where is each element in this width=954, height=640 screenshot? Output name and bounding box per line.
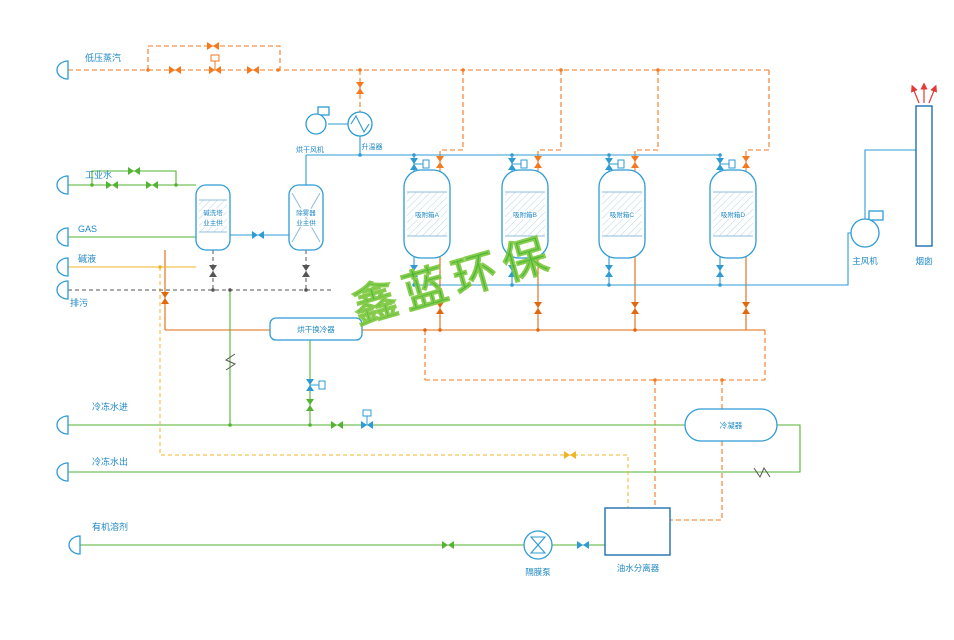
valve-icon	[356, 82, 364, 94]
actuated-valve-icon	[361, 410, 373, 429]
valve-icon	[302, 265, 310, 277]
valve-icon	[306, 399, 314, 411]
chimney: 烟囱	[910, 82, 938, 266]
heater-label: 升温器	[362, 142, 383, 151]
condenser: 冷凝器	[684, 408, 778, 442]
adsorber-b-label: 吸附箱B	[513, 210, 537, 219]
actuated-valve-icon	[716, 158, 735, 170]
valve-icon	[247, 66, 259, 74]
pipe-break-icon	[225, 353, 236, 371]
actuated-valve-icon	[306, 379, 325, 391]
valve-icon	[436, 156, 444, 168]
separator-label: 油水分离器	[617, 563, 660, 573]
junction-dots	[90, 68, 724, 427]
valve-icon	[442, 541, 454, 549]
chimney-label: 烟囱	[915, 256, 932, 266]
valve-icon	[207, 42, 219, 50]
valve-icon	[742, 156, 750, 168]
valve-icon	[169, 66, 181, 74]
condenser-label: 冷凝器	[720, 420, 743, 430]
adsorber-b: 吸附箱B	[501, 169, 549, 259]
valve-icon	[742, 302, 750, 314]
actuated-valve-icon	[209, 55, 221, 74]
diaphragm-pump: 隔膜泵	[523, 530, 553, 577]
process-gas-piping	[230, 123, 916, 286]
drain-piping	[68, 250, 332, 291]
gas-inlet-icon	[56, 227, 69, 247]
valve-icon	[564, 451, 576, 459]
industrial-water-label: 工业水	[85, 169, 112, 180]
gas-heater: 升温器	[347, 111, 383, 151]
valve-icon	[106, 181, 118, 189]
chilled-water-out-label: 冷冻水出	[92, 456, 128, 467]
organic-solvent-label: 有机溶剂	[92, 521, 128, 532]
alkali-piping	[68, 266, 629, 508]
adsorber-c: 吸附箱C	[598, 169, 646, 259]
valve-icon	[534, 302, 542, 314]
main-fan-label: 主风机	[852, 256, 878, 266]
adsorber-d: 吸附箱D	[709, 169, 757, 259]
actuated-valve-icon	[410, 158, 429, 170]
demister-vessel: 除雾器 业主供	[288, 184, 324, 251]
valve-icon	[128, 167, 140, 175]
scrubber-label2: 业主供	[203, 218, 223, 227]
alkali-label: 碱液	[78, 253, 96, 264]
drain-outlet-icon	[56, 280, 69, 300]
valve-icon	[631, 156, 639, 168]
steam-label: 低压蒸汽	[85, 52, 121, 63]
adsorber-d-label: 吸附箱D	[721, 210, 746, 219]
valve-icon	[577, 541, 589, 549]
watermark: 鑫蓝环保	[347, 229, 560, 333]
stream-labels: 低压蒸汽 工业水 GAS 碱液 排污 冷冻水进 冷冻水出 有机溶剂	[70, 52, 128, 532]
drain-label: 排污	[70, 297, 88, 308]
drying-cooler-label: 烘干换冷器	[297, 324, 335, 334]
adsorber-a-label: 吸附箱A	[415, 210, 440, 219]
pump-label: 隔膜泵	[525, 567, 551, 577]
valve-icon	[331, 421, 343, 429]
valve-icon	[161, 292, 169, 304]
industrial-water-inlet-icon	[56, 175, 69, 195]
demister-label: 除雾器	[296, 208, 316, 217]
drying-fan: 烘干风机	[296, 106, 330, 154]
chilled-water-in-icon	[56, 415, 69, 435]
chilled-water-out-icon	[56, 462, 69, 482]
alkali-inlet-icon	[56, 257, 69, 277]
valve-icon	[534, 156, 542, 168]
drying-cooler: 烘干换冷器	[269, 317, 363, 341]
valve-icon	[631, 302, 639, 314]
adsorber-a: 吸附箱A	[403, 169, 451, 259]
drying-fan-label: 烘干风机	[296, 145, 324, 154]
regeneration-piping	[164, 250, 765, 331]
valve-icon	[605, 265, 613, 277]
gas-label: GAS	[78, 224, 97, 234]
scrubber-vessel: 碱洗塔 业主供	[195, 184, 231, 251]
steam-inlet-icon	[56, 60, 69, 80]
actuated-valve-icon	[508, 158, 527, 170]
pipe-break-icon	[753, 467, 771, 478]
oil-water-separator: 油水分离器	[604, 507, 671, 573]
solvent-outlet-icon	[68, 535, 81, 555]
scrubber-label: 碱洗塔	[203, 208, 223, 217]
valve-icon	[252, 231, 264, 239]
main-fan: 主风机	[850, 210, 884, 266]
actuated-valve-icon	[605, 158, 624, 170]
valve-icon	[716, 265, 724, 277]
chilled-water-in-label: 冷冻水进	[92, 401, 128, 412]
valve-icon	[209, 265, 217, 277]
adsorber-c-label: 吸附箱C	[610, 210, 635, 219]
demister-label2: 业主供	[296, 218, 316, 227]
valve-icon	[146, 181, 158, 189]
